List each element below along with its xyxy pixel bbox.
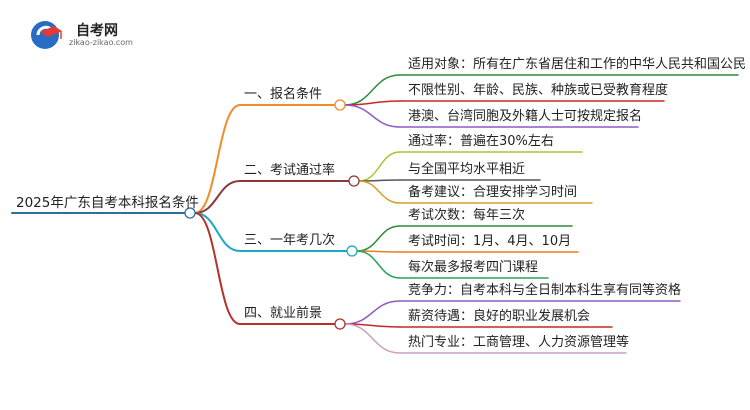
leaf-link-1-3	[344, 104, 401, 128]
leaf-label-1-1: 适用对象：所有在广东省居住和工作的中华人民共和国公民	[408, 57, 747, 72]
branch-label-1: 一、报名条件	[244, 87, 323, 102]
branch-label-4: 四、就业前景	[244, 306, 323, 321]
leaf-label-3-1: 考试次数：每年三次	[408, 208, 526, 223]
branch-label-2: 二、考试通过率	[244, 163, 336, 178]
leaf-label-2-2: 与全国平均水平相近	[408, 162, 526, 177]
graduation-cap-logo-icon	[31, 21, 62, 49]
site-logo[interactable]: 自考网 zikao-zikao.com	[28, 18, 148, 52]
branch-node-1[interactable]	[334, 99, 346, 111]
leaf-link-2-3	[358, 180, 401, 204]
leaf-label-1-3: 港澳、台湾同胞及外籍人士可按规定报名	[408, 109, 643, 124]
leaf-link-3-3	[356, 250, 401, 279]
logo-name: 自考网	[76, 23, 118, 39]
leaf-label-3-3: 每次最多报考四门课程	[408, 260, 539, 275]
leaf-link-1-2	[344, 100, 401, 106]
leaf-label-3-2: 考试时间：1月、4月、10月	[408, 234, 572, 249]
branch-link-4	[194, 212, 241, 325]
leaf-label-2-1: 通过率：普遍在30%左右	[408, 134, 554, 149]
branch-link-3	[194, 212, 241, 252]
leaf-label-4-1: 竞争力：自考本科与全日制本科生享有同等资格	[408, 283, 682, 298]
leaf-label-2-3: 备考建议：合理安排学习时间	[408, 185, 578, 200]
branch-node-3[interactable]	[346, 245, 358, 257]
branch-label-3: 三、一年考几次	[244, 233, 336, 248]
leaf-link-4-1	[344, 300, 401, 325]
logo-url: zikao-zikao.com	[69, 38, 133, 47]
leaf-label-1-2: 不限性别、年龄、民族、种族或已受教育程度	[408, 83, 669, 98]
leaf-label-4-3: 热门专业：工商管理、人力资源管理等	[408, 335, 630, 350]
root-label: 2025年广东自考本科报名条件	[16, 195, 199, 211]
leaf-link-3-1	[356, 225, 401, 252]
leaf-label-4-2: 薪资待遇：良好的职业发展机会	[408, 309, 591, 324]
root-node[interactable]	[184, 207, 196, 219]
leaf-link-2-1	[358, 151, 401, 182]
branch-node-4[interactable]	[334, 318, 346, 330]
branch-node-2[interactable]	[348, 175, 360, 187]
leaf-link-4-3	[344, 323, 401, 354]
branch-link-1	[194, 104, 241, 214]
branch-link-2	[194, 180, 241, 214]
